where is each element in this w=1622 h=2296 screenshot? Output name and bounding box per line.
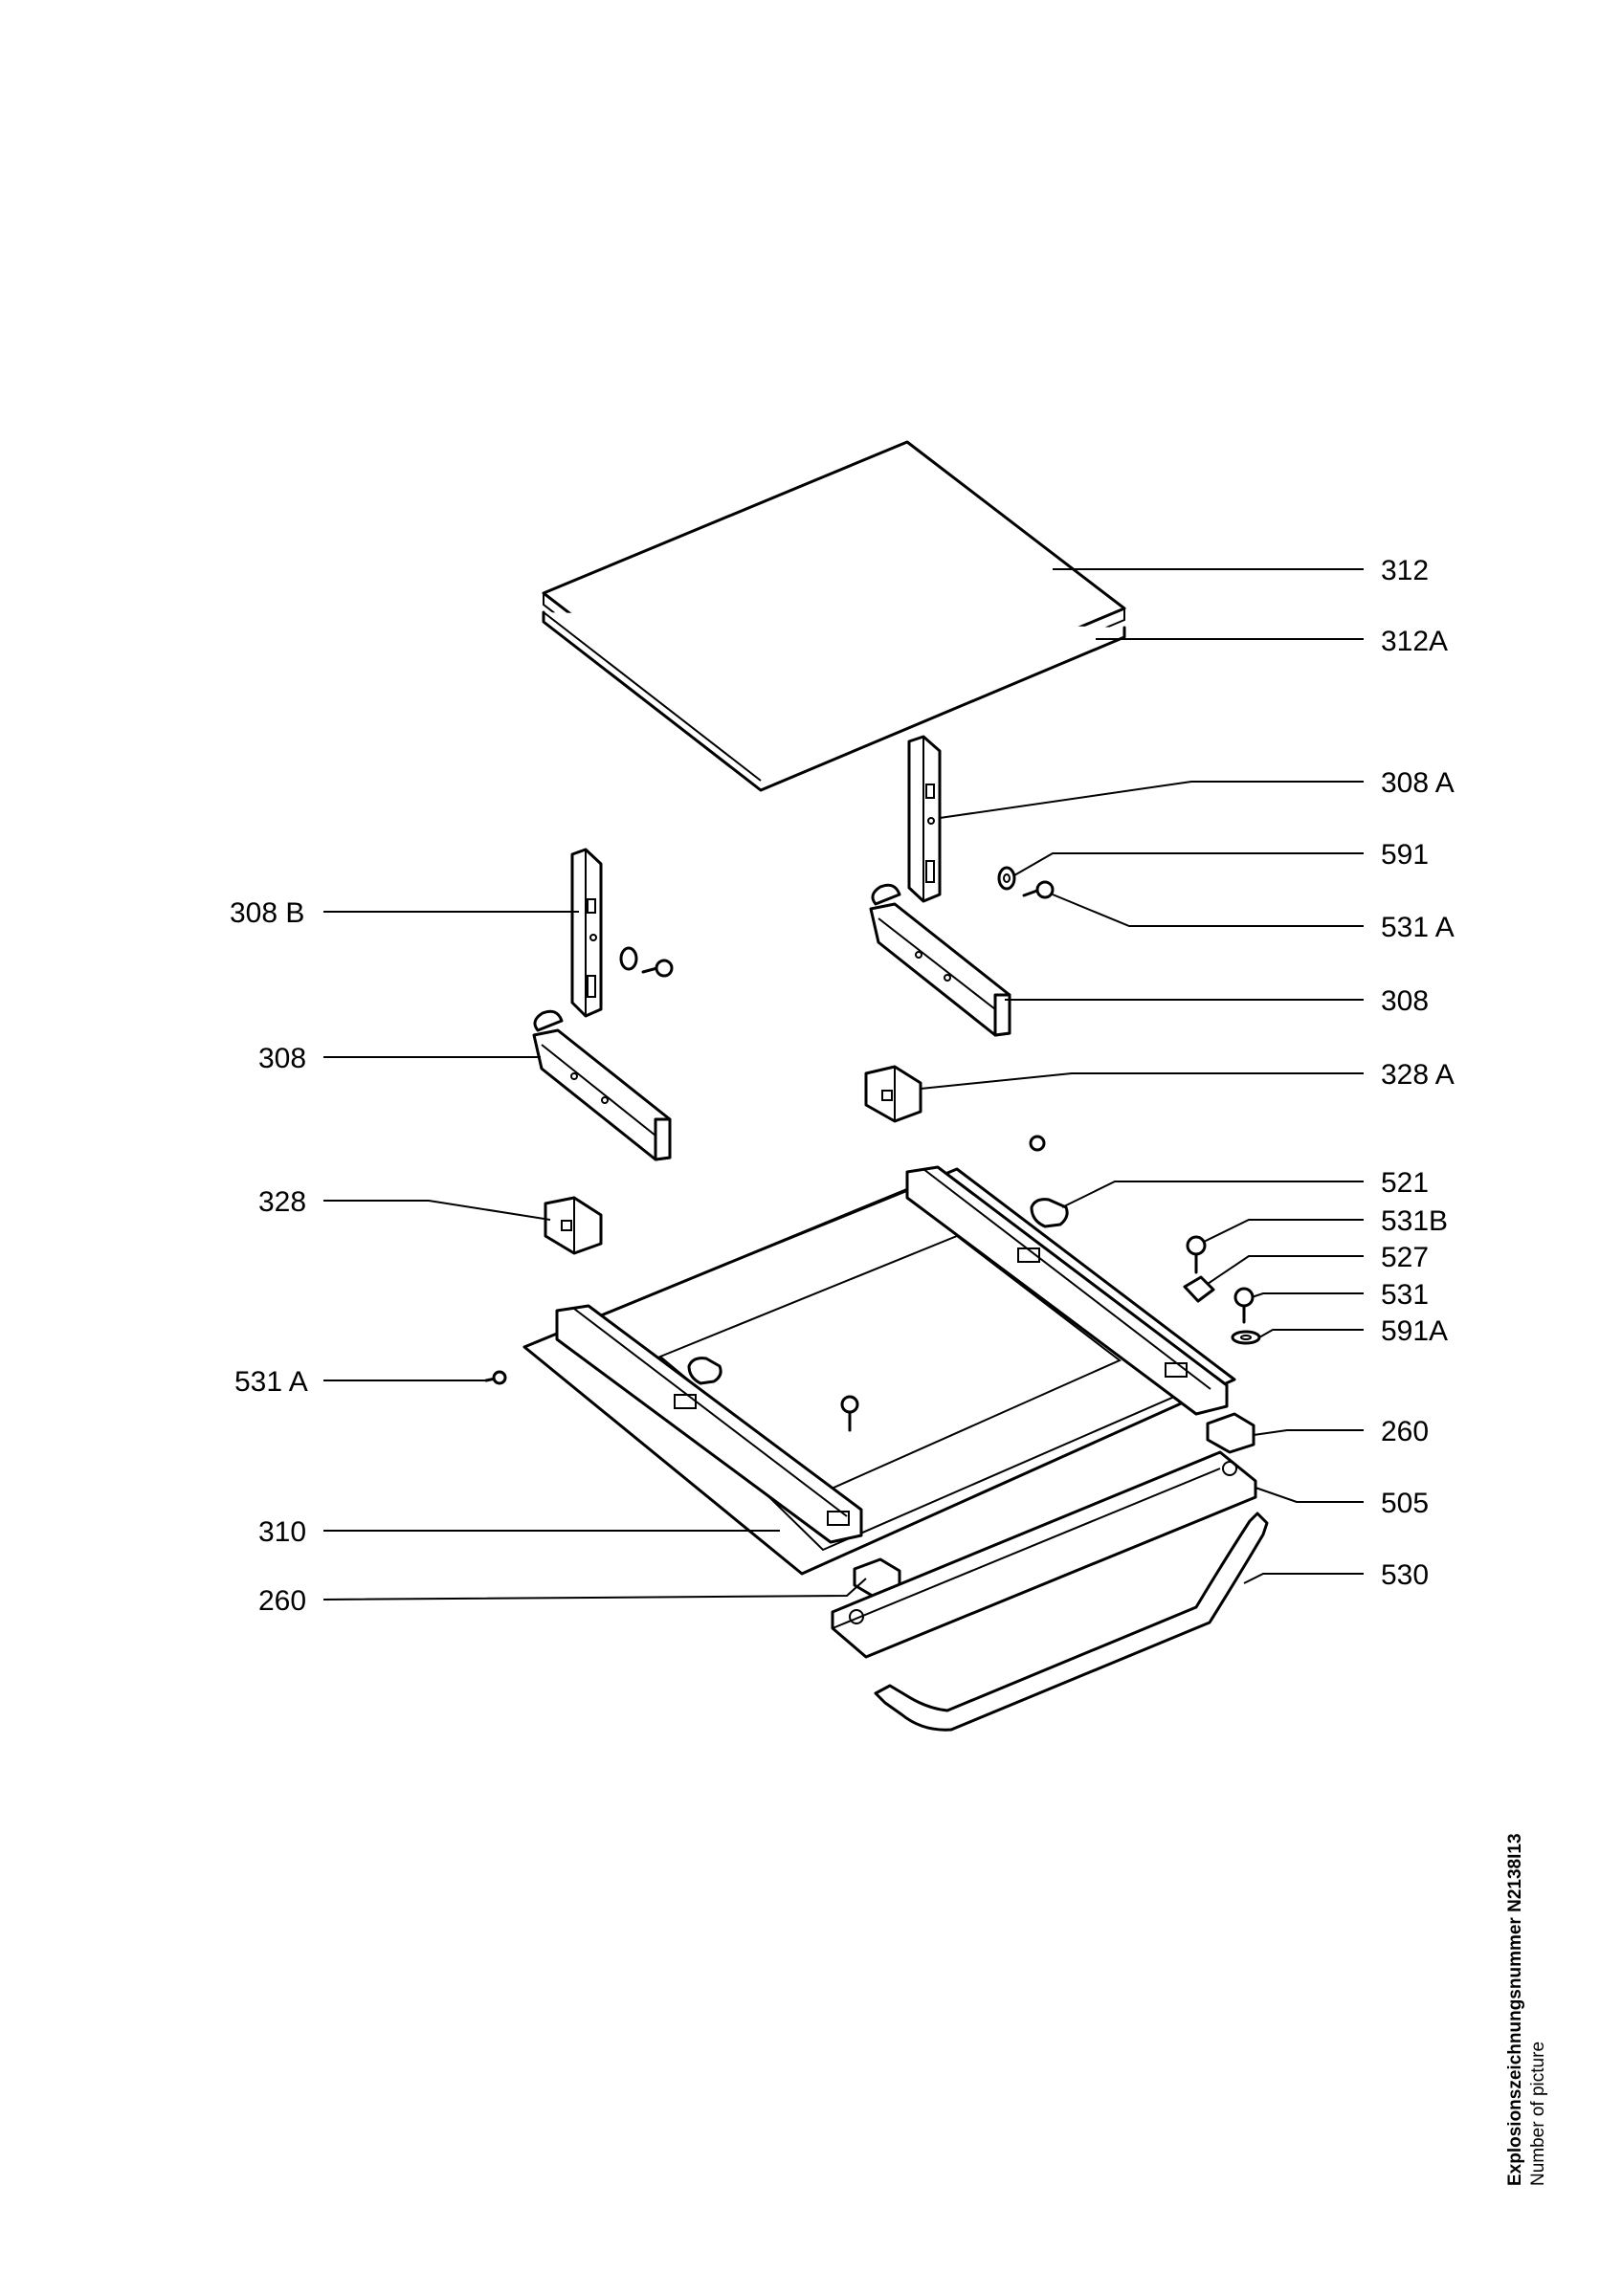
screw-left: [641, 959, 674, 978]
explosion-drawing-number: Explosionszeichnungsnummer N2138I13: [1505, 1833, 1525, 2186]
screw-531a-right: [1022, 880, 1055, 899]
label-310: 310: [258, 1516, 306, 1548]
washer-591: [997, 866, 1016, 891]
leader-521: [1061, 1181, 1364, 1208]
label-308-right: 308: [1381, 985, 1429, 1017]
label-260-left: 260: [258, 1585, 306, 1617]
leader-591a: [1258, 1329, 1364, 1338]
label-308-left: 308: [258, 1043, 306, 1074]
hinge-bracket-308a: [907, 735, 942, 903]
trim-bar-505: [831, 1450, 1257, 1659]
label-591a: 591A: [1381, 1315, 1448, 1347]
leader-328: [323, 1200, 551, 1221]
label-531: 531: [1381, 1279, 1429, 1311]
leader-531: [1251, 1292, 1364, 1298]
label-591: 591: [1381, 839, 1429, 871]
glass-panel-312a: [542, 610, 1126, 792]
washer-left: [619, 946, 638, 971]
picture-number-caption: Explosionszeichnungsnummer N2138I13 Numb…: [1504, 1669, 1571, 2186]
screw-center: [840, 1395, 859, 1432]
label-530: 530: [1381, 1559, 1429, 1591]
pad-521: [1030, 1198, 1069, 1228]
rod-530: [874, 1512, 1269, 1732]
frame-310: [522, 1165, 1236, 1576]
label-328a: 328 A: [1381, 1059, 1455, 1091]
label-531a-right: 531 A: [1381, 912, 1455, 943]
label-328: 328: [258, 1186, 306, 1218]
leader-530: [1243, 1573, 1364, 1584]
label-531a-left: 531 A: [234, 1366, 308, 1398]
nut-small: [1029, 1135, 1046, 1152]
screw-531b: [1186, 1235, 1207, 1274]
hinge-bracket-308b: [570, 848, 603, 1018]
label-312a: 312A: [1381, 626, 1448, 657]
leader-505: [1255, 1487, 1364, 1503]
label-312: 312: [1381, 555, 1429, 586]
leader-591: [1013, 852, 1364, 876]
label-521: 521: [1381, 1167, 1429, 1199]
label-505: 505: [1381, 1488, 1429, 1519]
leader-260-right: [1253, 1429, 1364, 1436]
leader-260-left: [322, 1578, 867, 1601]
label-527: 527: [1381, 1242, 1429, 1273]
leader-531b: [1203, 1219, 1364, 1243]
label-531b: 531B: [1381, 1205, 1448, 1237]
clip-328a: [864, 1065, 922, 1123]
number-of-picture-label: Number of picture: [1528, 2041, 1548, 2186]
hinge-arm-308-right: [869, 883, 1011, 1037]
hinge-arm-308-left: [532, 1009, 672, 1161]
clip-260-right: [1206, 1412, 1255, 1454]
clip-nut-527: [1183, 1275, 1215, 1303]
label-308b: 308 B: [230, 897, 304, 929]
screw-531: [1233, 1287, 1255, 1324]
label-260-right: 260: [1381, 1416, 1429, 1447]
leader-531a-right: [1052, 894, 1364, 927]
leader-328a: [920, 1072, 1364, 1090]
label-308a: 308 A: [1381, 767, 1455, 799]
leader-308a: [939, 781, 1364, 819]
screw-531a-left: [484, 1370, 507, 1385]
leader-527: [1207, 1255, 1364, 1285]
clip-328: [544, 1196, 603, 1255]
washer-591a: [1231, 1330, 1261, 1345]
